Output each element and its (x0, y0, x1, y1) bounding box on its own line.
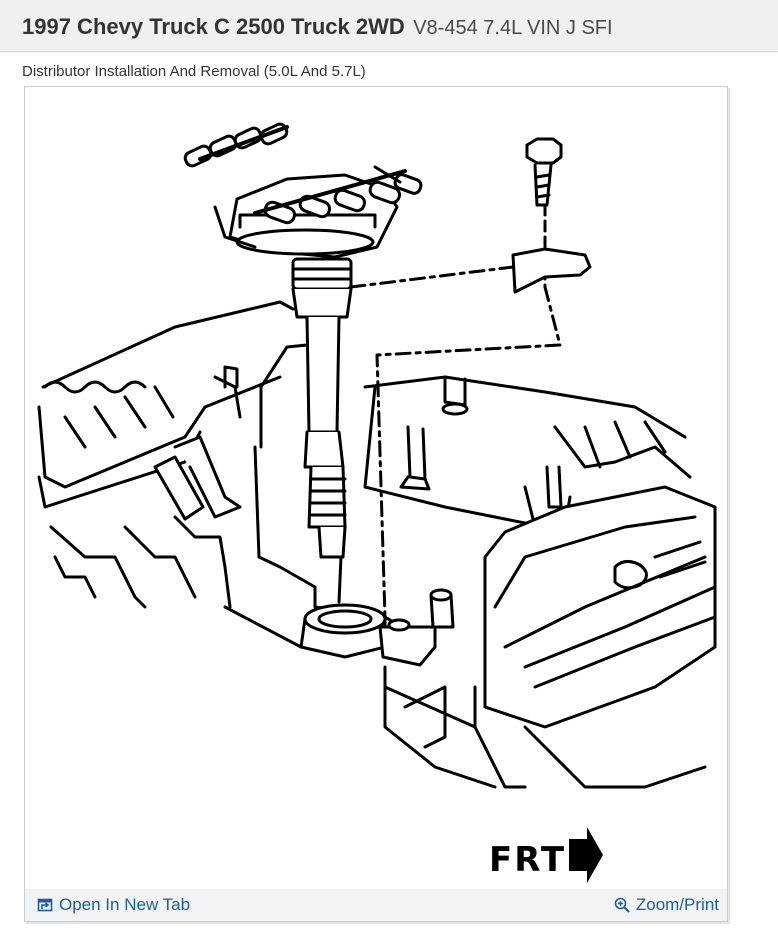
diagram-caption: Distributor Installation And Removal (5.… (22, 63, 366, 80)
engine-spec: V8-454 7.4L VIN J SFI (413, 17, 613, 39)
front-arrow-icon (569, 827, 603, 883)
frt-label: FRT (489, 840, 566, 880)
front-indicator: FRT (489, 827, 603, 883)
magnifier-plus-icon (614, 897, 630, 913)
distributor-cap-illustration (183, 122, 423, 259)
zoom-print-link[interactable]: Zoom/Print (614, 895, 719, 915)
open-in-new-tab-link[interactable]: Open In New Tab (37, 895, 190, 915)
distributor-mount-illustration (223, 588, 497, 789)
zoom-print-label: Zoom/Print (635, 895, 719, 914)
diagram-frame: FRT Open In New Tab (24, 86, 728, 922)
hold-down-bolt-illustration (349, 137, 592, 619)
page-header: 1997 Chevy Truck C 2500 Truck 2WD V8-454… (0, 0, 778, 52)
open-in-new-tab-label: Open In New Tab (59, 895, 191, 914)
distributor-shaft-illustration (291, 257, 353, 604)
vehicle-name: 1997 Chevy Truck C 2500 Truck 2WD (22, 14, 405, 39)
diagram-footer: Open In New Tab Zoom/Print (25, 889, 727, 921)
distributor-diagram: FRT (37, 122, 717, 883)
open-external-icon (37, 897, 53, 913)
vehicle-title: 1997 Chevy Truck C 2500 Truck 2WD V8-454… (22, 13, 613, 44)
engine-block-illustration (37, 300, 417, 637)
intake-manifold-illustration (363, 375, 717, 789)
